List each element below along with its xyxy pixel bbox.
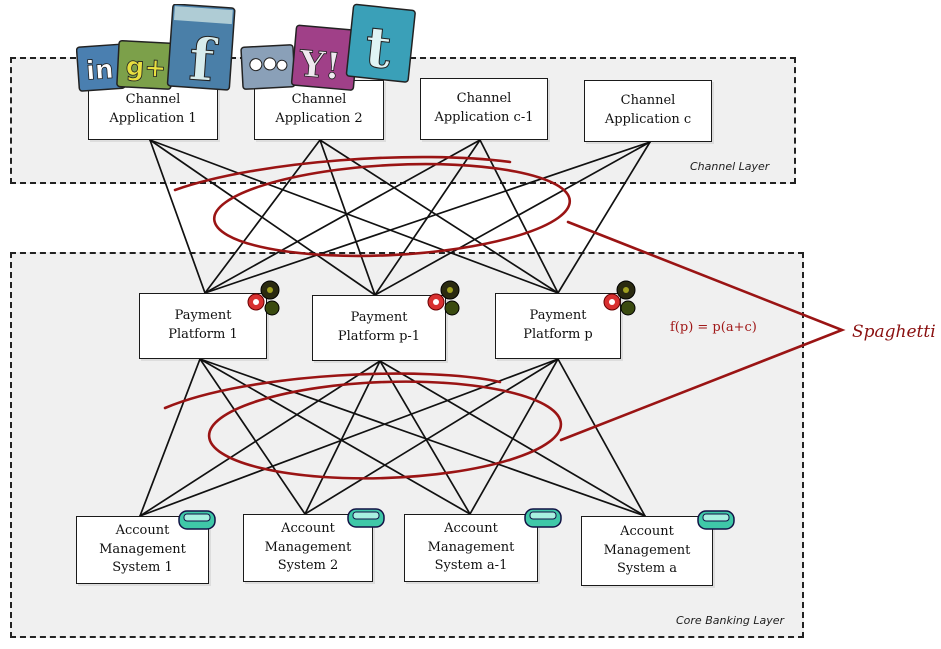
facebook-icon: f (166, 4, 236, 94)
channel-app-1-line1: Channel (125, 92, 181, 108)
payment-platform-p-line2: Platform p (523, 327, 593, 342)
core-banking-layer-label: Core Banking Layer (676, 614, 785, 627)
spaghetti-ellipse-upper (212, 162, 572, 258)
platform-system-link-1-1 (304, 360, 381, 515)
linkedin-icon: in (76, 43, 126, 92)
gears-icon (247, 280, 280, 316)
svg-text:g+: g+ (125, 52, 167, 84)
channel-layer-label: Channel Layer (690, 160, 770, 173)
platform-system-link-2-1 (304, 358, 559, 515)
payment-platform-1-line1: Payment (174, 308, 232, 324)
channel-platform-link-3-1 (374, 141, 651, 296)
channel-platform-link-0-2 (149, 139, 559, 294)
account-system-1-line2: Management (99, 541, 186, 557)
platform-system-link-0-1 (199, 358, 306, 515)
channel-platform-link-1-1 (319, 139, 376, 296)
channel-platform-link-2-0 (204, 139, 481, 294)
gears-icon (427, 280, 460, 316)
database-icon (524, 508, 562, 528)
spaghetti-swirl-upper (173, 155, 512, 192)
channel-app-c-line2: Application c (604, 112, 692, 127)
channel-app-2-line2: Application 2 (275, 111, 363, 126)
yahoo-icon: Y! (290, 24, 359, 91)
social-tiles-2: Y! t (240, 3, 416, 91)
channel-app-1-line2: Application 1 (109, 111, 197, 126)
svg-text:Y!: Y! (296, 43, 342, 89)
database-icon (178, 510, 216, 530)
account-system-a-1-line2: Management (427, 539, 515, 555)
channel-platform-link-3-2 (557, 141, 651, 294)
channel-app-c-1-line1: Channel (456, 91, 512, 107)
payment-platform-1-line2: Platform 1 (168, 327, 238, 342)
account-system-1-line1: Account (115, 522, 170, 538)
social-tiles: in g+ f (76, 4, 236, 94)
account-system-1-line3: System 1 (112, 560, 173, 576)
account-system-2-line2: Management (264, 539, 352, 555)
myspace-icon (240, 44, 296, 90)
account-system-a-line1: Account (620, 523, 674, 539)
account-system-2-line1: Account (281, 520, 335, 536)
spaghetti-label: Spaghetti (852, 322, 936, 342)
gears-icon (603, 280, 636, 316)
formula-label: f(p) = p(a+c) (670, 320, 757, 335)
platform-system-link-0-2 (199, 358, 471, 515)
account-system-a-line2: Management (603, 542, 691, 558)
channel-platform-link-1-2 (319, 139, 559, 294)
twitter-icon: t (345, 3, 416, 83)
channel-app-2-line1: Channel (291, 92, 347, 108)
channel-platform-link-2-2 (479, 139, 559, 294)
account-system-a-1-line1: Account (444, 520, 498, 536)
platform-system-link-2-3 (557, 358, 646, 517)
payment-platform-p-1-line1: Payment (350, 310, 408, 326)
google-plus-icon: g+ (116, 39, 174, 90)
database-icon (347, 508, 385, 528)
channel-platform-link-1-0 (204, 139, 321, 294)
spaghetti-ellipse-lower (207, 380, 563, 480)
spaghetti-swirl-lower (163, 372, 502, 410)
payment-platform-p-1-line2: Platform p-1 (337, 329, 421, 344)
platform-system-link-2-0 (139, 358, 559, 517)
channel-platform-link-3-0 (204, 141, 651, 294)
platform-system-link-0-0 (139, 358, 201, 517)
connector-lines (139, 139, 651, 517)
platform-system-link-1-0 (139, 360, 381, 517)
platform-system-link-0-3 (199, 358, 646, 517)
account-system-2-line3: System 2 (277, 558, 339, 574)
payment-platform-p-line1: Payment (529, 308, 587, 324)
svg-text:in: in (85, 55, 114, 87)
platform-system-link-2-2 (469, 358, 559, 515)
channel-app-c-1-line2: Application c-1 (434, 110, 534, 125)
channel-app-c-line1: Channel (620, 93, 676, 109)
spaghetti-bracket (559, 220, 846, 442)
account-system-a-1-line3: System a-1 (434, 558, 508, 574)
account-system-a-line3: System a (616, 561, 678, 577)
database-icon (697, 510, 735, 530)
platform-system-link-1-2 (379, 360, 471, 515)
channel-platform-link-0-0 (149, 139, 206, 294)
